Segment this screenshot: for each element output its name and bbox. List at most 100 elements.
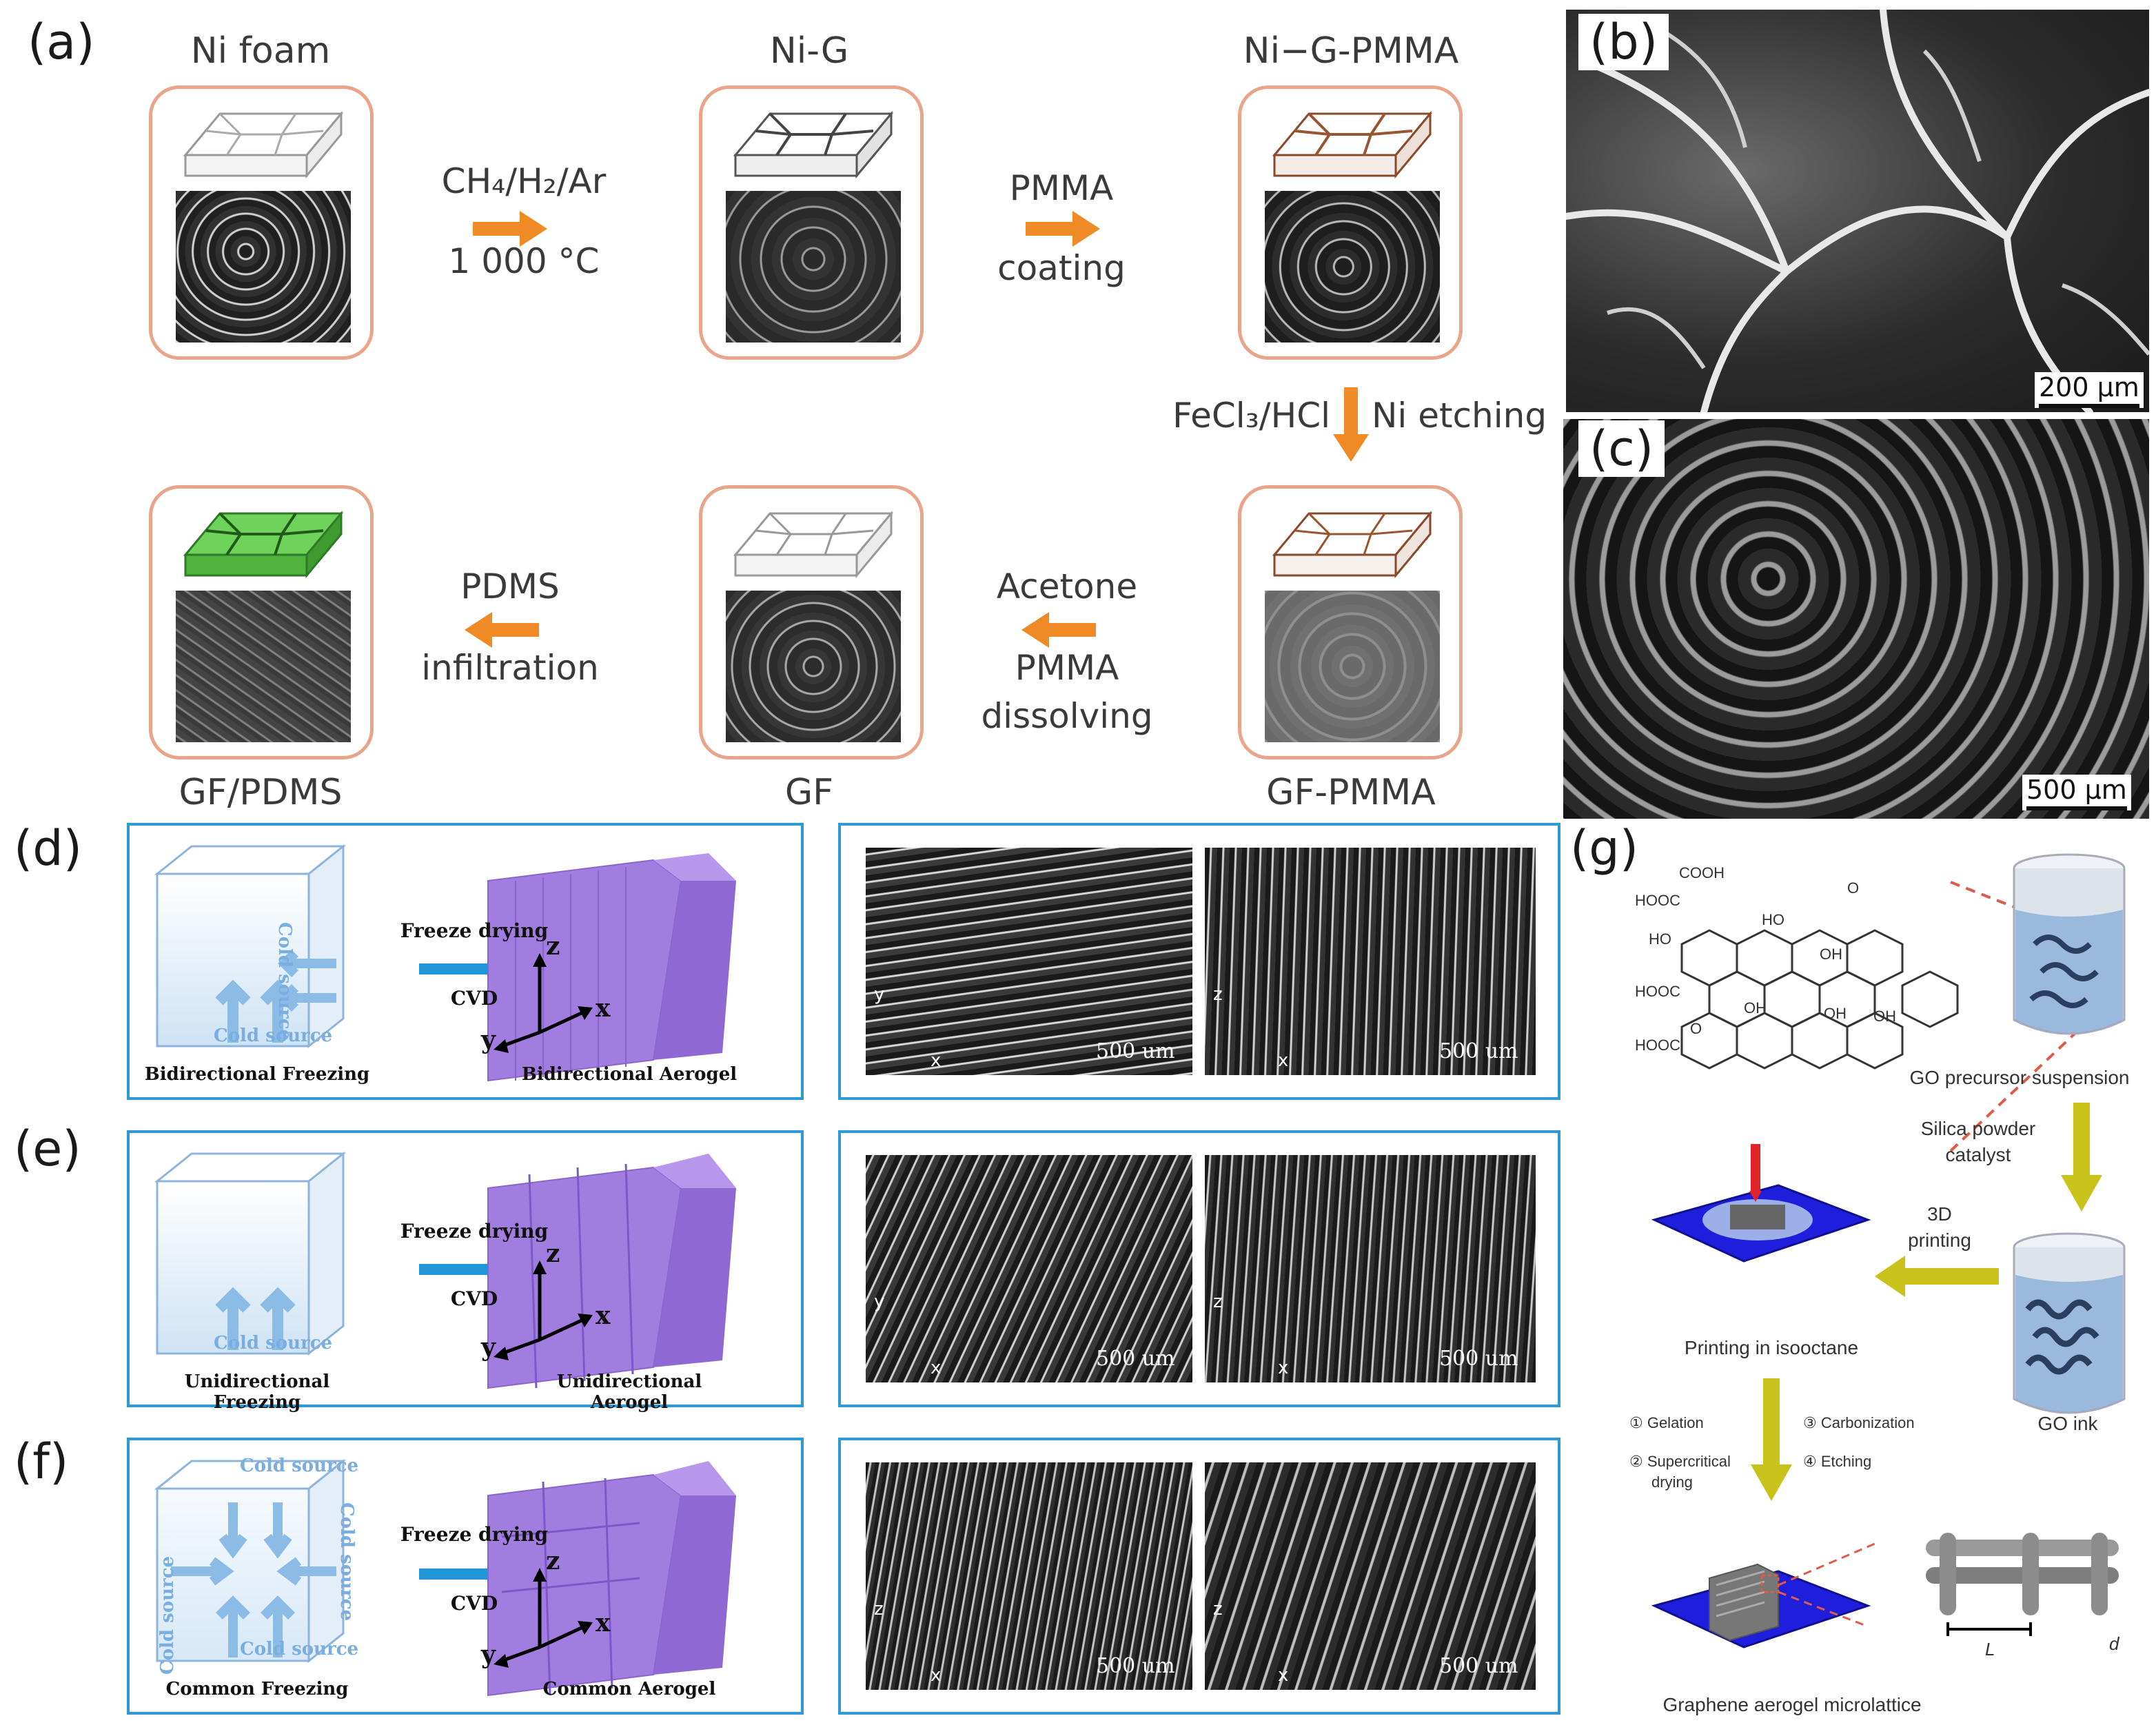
step-acetone-line3: dissolving — [981, 696, 1153, 736]
axis-z-d: z — [546, 932, 560, 961]
scale-label-c: 500 μm — [2026, 775, 2127, 805]
sem-ni-g-pmma — [1265, 191, 1440, 343]
process-line1-e: Freeze drying — [400, 1220, 549, 1243]
aerogel-label-e: Unidirectional Aerogel — [556, 1371, 702, 1413]
sem-f-left — [866, 1462, 1192, 1690]
sem-e-right-axis-1: z — [1213, 1291, 1223, 1312]
sem-d-right — [1205, 848, 1536, 1075]
stage-title-gf: GF — [784, 772, 834, 813]
beaker-go-ink-icon — [2013, 1232, 2126, 1414]
go-group-ho-1: HO — [1649, 930, 1671, 948]
freezing-label-e: Unidirectional Freezing — [184, 1371, 330, 1413]
printing-bed-icon — [1651, 1144, 1871, 1263]
stage-box-gf-pmma — [1238, 485, 1463, 759]
scale-line-b — [2039, 404, 2139, 408]
sem-d-left-axis-1: y — [874, 984, 885, 1005]
green-arrow-down-2-icon — [1751, 1378, 1792, 1501]
scale-bar-b: 200 μm — [2035, 372, 2144, 408]
stage-box-ni-foam — [149, 85, 374, 360]
step-pdms-line2: infiltration — [421, 648, 599, 688]
sem-box-d: 500 um 500 um y x z x — [838, 823, 1560, 1100]
sem-d-left — [866, 848, 1192, 1075]
go-group-hooc-1: HOOC — [1635, 892, 1680, 909]
stage-title-ni-foam: Ni foam — [190, 30, 331, 72]
sem-f-right — [1205, 1462, 1536, 1690]
sem-gf-pmma — [1265, 591, 1440, 742]
foam-schematic-icon — [733, 510, 894, 579]
panel-e-label: (e) — [14, 1121, 81, 1177]
stage-box-gf — [699, 485, 924, 759]
sem-d-left-scale: 500 um — [1096, 1039, 1175, 1063]
process-arrow-left-icon — [465, 612, 539, 648]
axis-x-d: x — [596, 994, 611, 1023]
step-pmma-line1: PMMA — [1009, 168, 1114, 208]
scale-line-c — [2026, 806, 2127, 810]
sem-e-right — [1205, 1155, 1536, 1382]
cold-source-top-f: Cold source — [240, 1456, 359, 1476]
scale-label-b: 200 μm — [2039, 372, 2139, 402]
stage-title-gf-pdms: GF/PDMS — [179, 772, 343, 813]
cold-source-bottom-d: Cold source — [214, 1025, 333, 1046]
dim-d-label: d — [2109, 1633, 2119, 1654]
scale-bar-c: 500 μm — [2022, 775, 2131, 810]
cold-source-side-d: Cold source — [274, 922, 295, 1041]
catalyst-line2: catalyst — [1945, 1144, 2011, 1165]
panel-b-label: (b) — [1578, 14, 1669, 70]
stage-title-ni-g: Ni-G — [769, 30, 849, 72]
go-group-oh-4: OH — [1873, 1008, 1896, 1025]
cold-source-bottom-f: Cold source — [240, 1639, 359, 1660]
sem-gf — [726, 591, 901, 742]
process-line1-f: Freeze drying — [400, 1523, 549, 1546]
process-line1-d: Freeze drying — [400, 919, 549, 942]
sem-panel-c — [1563, 419, 2149, 819]
sem-f-left-axis-2: x — [930, 1665, 942, 1686]
step-pdms-line1: PDMS — [460, 566, 560, 606]
panel-g-label: (g) — [1570, 820, 1639, 877]
step-etch-reagent: FeCl₃/HCl — [1172, 396, 1330, 436]
sem-e-left-scale: 500 um — [1096, 1347, 1175, 1371]
sem-e-left — [866, 1155, 1192, 1382]
axis-y-f: y — [481, 1640, 496, 1669]
sem-panel-b — [1566, 10, 2149, 412]
sem-e-left-axis-1: y — [874, 1291, 885, 1312]
panel-d-label: (d) — [14, 820, 83, 877]
sem-d-right-axis-2: x — [1278, 1050, 1289, 1071]
sem-f-right-axis-1: z — [1213, 1599, 1223, 1620]
aerogel-label-d: Bidirectional Aerogel — [521, 1064, 738, 1085]
axis-z-f: z — [546, 1546, 560, 1575]
printing-in-label: Printing in isooctane — [1684, 1337, 1859, 1358]
axis-x-e: x — [596, 1301, 611, 1330]
foam-schematic-icon — [1272, 510, 1433, 579]
sem-ni-g — [726, 191, 901, 343]
step-etch-label: Ni etching — [1372, 396, 1547, 436]
go-group-hooc-3: HOOC — [1635, 1037, 1680, 1054]
step-pmma-line2: coating — [997, 248, 1126, 288]
process-arrow-down-icon — [1333, 387, 1369, 462]
cold-source-bottom-e: Cold source — [214, 1333, 333, 1354]
microlattice-label: Graphene aerogel microlattice — [1662, 1694, 1922, 1715]
go-group-oh-1: OH — [1820, 946, 1842, 963]
microlattice-bed-icon — [1651, 1542, 1875, 1648]
sem-box-f: 500 um 500 um z x z x — [838, 1438, 1560, 1715]
sem-f-left-axis-1: z — [874, 1599, 884, 1620]
stage-box-gf-pdms — [149, 485, 374, 759]
axis-y-e: y — [481, 1333, 496, 1362]
microlattice-detail-icon — [1926, 1533, 2119, 1636]
sem-gf-pdms — [176, 591, 351, 742]
panel-c-label: (c) — [1578, 420, 1665, 477]
go-group-oh-2: OH — [1744, 999, 1767, 1017]
printing-line2: printing — [1908, 1229, 1971, 1251]
foam-schematic-icon — [1272, 110, 1433, 179]
sem-d-right-axis-1: z — [1213, 984, 1223, 1005]
process-arrow-right-icon — [1026, 211, 1100, 247]
sem-f-right-scale: 500 um — [1439, 1654, 1518, 1678]
process-line2-d: CVD — [450, 987, 498, 1010]
beaker-precursor-icon — [2013, 853, 2126, 1035]
cold-source-right-f: Cold source — [336, 1502, 357, 1622]
step-carbonization: ③ Carbonization — [1803, 1414, 1915, 1431]
sem-e-left-axis-2: x — [930, 1358, 942, 1378]
sem-ni-foam — [176, 191, 351, 343]
go-group-cooh: COOH — [1679, 864, 1725, 881]
schematic-box-e: Cold source Freeze drying CVD z y x Unid… — [127, 1130, 804, 1413]
schematic-box-d: Cold source Cold source Freeze drying CV… — [127, 823, 804, 1100]
